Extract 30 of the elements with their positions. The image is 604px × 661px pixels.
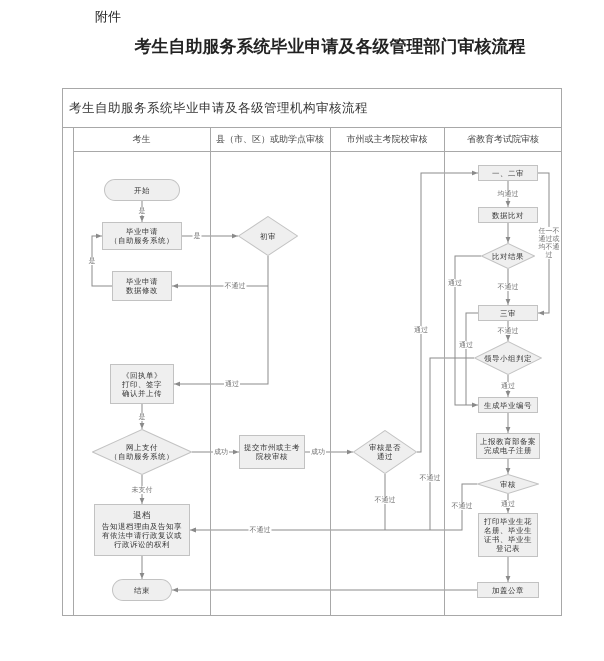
process-box	[94, 504, 190, 556]
arrow	[466, 312, 478, 408]
arrow	[140, 556, 144, 580]
lane-header: 考生	[73, 128, 210, 152]
swimlane	[444, 128, 562, 616]
arrow	[506, 494, 510, 514]
box-heading: 退档	[133, 511, 151, 522]
arrow	[174, 256, 268, 386]
lane-header: 省教育考试院审核	[444, 128, 562, 152]
lane-header: 市州或主考院校审核	[330, 128, 444, 152]
swimlane	[210, 128, 330, 616]
attachment-note: 附件	[95, 9, 121, 26]
arrow	[506, 222, 510, 244]
pool-frame	[62, 88, 562, 616]
arrow	[506, 412, 510, 434]
arrow	[172, 588, 478, 592]
arrow	[506, 374, 510, 398]
arrow	[92, 234, 112, 286]
arrow	[506, 556, 510, 582]
swimlane	[330, 128, 444, 616]
arrow	[454, 256, 482, 408]
arrow	[190, 484, 478, 532]
arrow	[140, 474, 144, 504]
pool-title: 考生自助服务系统毕业申请及各级管理机构审核流程	[62, 88, 562, 128]
arrow	[416, 170, 478, 452]
swimlane	[73, 128, 210, 616]
diagram-title: 考生自助服务系统毕业申请及各级管理部门审核流程	[134, 36, 526, 59]
arrow	[182, 234, 238, 238]
lane-header: 县（市、区）或助学点审核	[210, 128, 330, 152]
arrow	[506, 458, 510, 474]
